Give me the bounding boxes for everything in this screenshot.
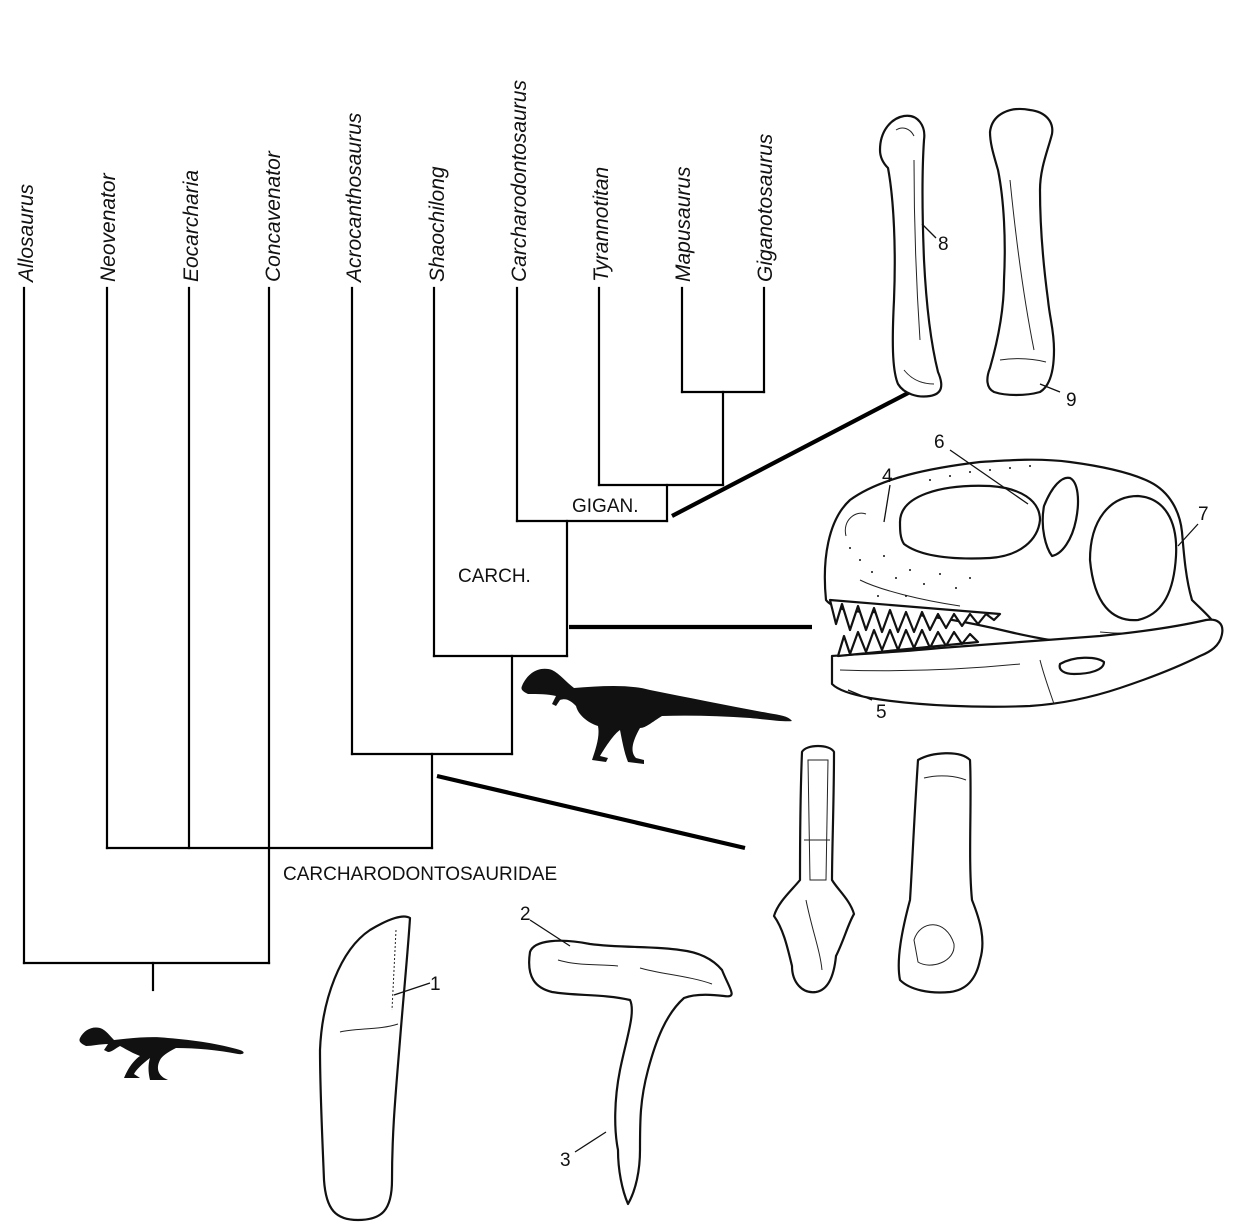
feature-number-8: 8: [938, 234, 949, 255]
taxon-label-acrocanthosaurus: Acrocanthosaurus: [343, 112, 366, 284]
feature-numbers: 1 2 3 4 5 6 7 8 9: [430, 234, 1209, 1171]
feature-number-6: 6: [934, 432, 945, 453]
taxon-label-neovenator: Neovenator: [97, 172, 120, 282]
dinosaur-silhouette-large: [521, 669, 792, 764]
feature-number-7: 7: [1198, 504, 1209, 525]
skull-illustration: [825, 460, 1218, 648]
clade-label-carch: CARCH.: [458, 566, 531, 587]
taxon-label-eocarcharia: Eocarcharia: [180, 170, 203, 282]
taxon-label-concavenator: Concavenator: [262, 150, 285, 282]
taxon-label-tyrannotitan: Tyrannotitan: [590, 167, 613, 282]
feature-number-9: 9: [1066, 390, 1077, 411]
vertebra-lateral-illustration: [899, 753, 983, 992]
feature-number-3: 3: [560, 1150, 571, 1171]
dinosaur-silhouette-small: [79, 1027, 243, 1080]
femur-anterior-illustration: [880, 116, 941, 397]
clade-label-gigan: GIGAN.: [572, 496, 639, 517]
taxon-label-giganotosaurus: Giganotosaurus: [754, 133, 777, 282]
feature-number-2: 2: [520, 904, 531, 925]
taxon-label-carcharodontosaurus: Carcharodontosaurus: [508, 80, 531, 282]
connector-family-vertebra: [437, 776, 745, 848]
feature-number-4: 4: [882, 466, 893, 487]
feature-number-1: 1: [430, 974, 441, 995]
tooth-illustration: [320, 917, 410, 1221]
femur-lateral-illustration: [987, 109, 1054, 395]
feature-number-5: 5: [876, 702, 887, 723]
taxon-label-mapusaurus: Mapusaurus: [672, 166, 695, 282]
clade-label-carcharodontosauridae: CARCHARODONTOSAURIDAE: [283, 864, 557, 885]
taxon-label-shaochilong: Shaochilong: [426, 166, 449, 282]
taxon-labels: Allosaurus Neovenator Eocarcharia Concav…: [15, 80, 777, 284]
taxon-label-allosaurus: Allosaurus: [15, 183, 38, 284]
vertebra-anterior-illustration: [774, 746, 854, 992]
